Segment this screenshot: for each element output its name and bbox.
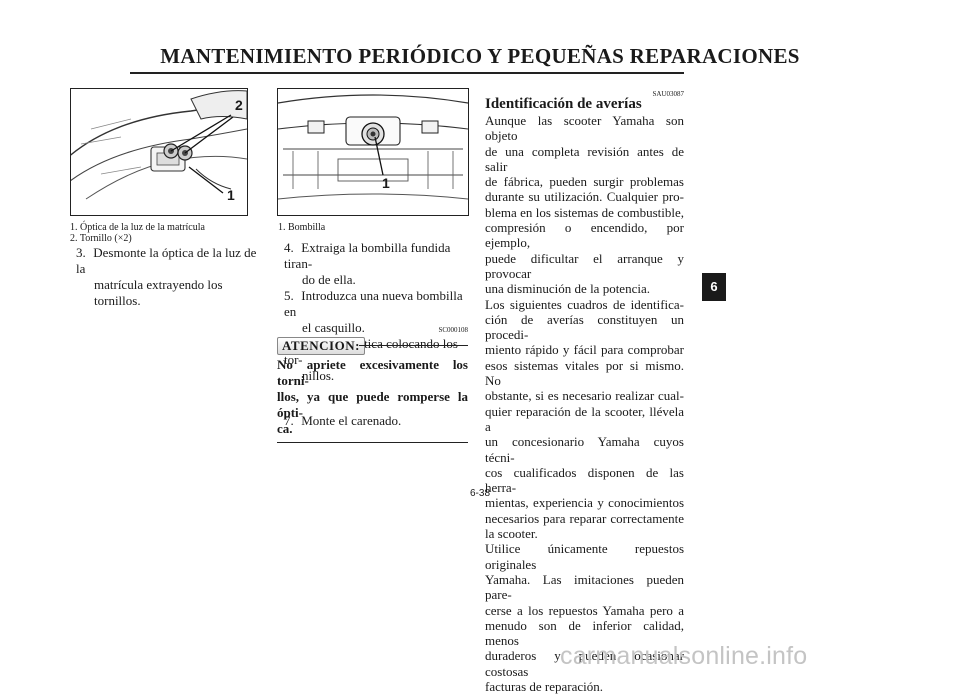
body-line: puede dificultar el arranque y provocar — [485, 250, 684, 281]
body-line: durante su utilización. Cualquier pro- — [485, 189, 684, 205]
body-line: Utilice únicamente repuestos originales — [485, 541, 684, 572]
steps-4-6: 4. Extraiga la bombilla fundida tiran- d… — [284, 240, 474, 384]
body-line: un concesionario Yamaha cuyos técni- — [485, 434, 684, 465]
body-line: cos cualificados disponen de las herra- — [485, 464, 684, 496]
page-title: MANTENIMIENTO PERIÓDICO Y PEQUEÑAS REPAR… — [160, 44, 800, 68]
body-line: obstante, si es necesario realizar cual- — [485, 388, 684, 404]
body-line: Los siguientes cuadros de identifica- — [485, 296, 684, 312]
page-number: 6-38 — [469, 488, 490, 499]
caption-item: 1. Bombilla — [278, 222, 326, 233]
caution-box: ATENCION: No apriete excesivamente los t… — [277, 337, 468, 443]
caution-code: SC000108 — [438, 326, 468, 334]
body-line: blema en los sistemas de combustible, — [485, 204, 684, 220]
body-line: facturas de reparación. — [485, 678, 604, 694]
body-line: cerse a los repuestos Yamaha pero a — [485, 602, 684, 618]
section-heading: Identificación de averías — [485, 96, 642, 112]
bulb-illustration — [278, 94, 468, 200]
figure-bulb: 1 — [277, 88, 469, 216]
caution-bottom-rule — [277, 442, 468, 443]
body-line: la scooter. — [485, 526, 538, 542]
body-line: duraderos y pueden ocasionar costosas — [485, 648, 684, 679]
chapter-tab[interactable]: 6 — [702, 273, 726, 301]
step-7: 7. Monte el carenado. — [284, 413, 402, 428]
step-4: 4. Extraiga la bombilla fundida tiran- d… — [284, 240, 451, 287]
step-3: 3. Desmonte la óptica de la luz de la ma… — [76, 245, 257, 308]
body-line: menudo son de inferior calidad, menos — [485, 617, 684, 649]
body-line: de una completa revisión antes de salir — [485, 143, 684, 174]
caution-line: llos, ya que puede romperse la ópti- — [277, 389, 468, 420]
body-line: ción de averías constituyen un procedi- — [485, 311, 684, 343]
caution-line: ca. — [277, 421, 293, 436]
callout-2: 2 — [235, 97, 243, 113]
figure-license-light: 2 1 — [70, 88, 248, 216]
caption-item: 2. Tornillo (×2) — [70, 233, 132, 244]
caution-line: No apriete excesivamente los torni- — [277, 357, 468, 388]
figure-left-captions: 1. Óptica de la luz de la matrícula 2. T… — [70, 222, 205, 244]
callout-1: 1 — [227, 187, 235, 203]
body-line: quier reparación de la scooter, llévela … — [485, 403, 684, 434]
body-line: Aunque las scooter Yamaha son objeto — [485, 113, 684, 144]
body-line: miento rápido y fácil para comprobar — [485, 342, 684, 358]
body-line: Yamaha. Las imitaciones pueden pare- — [485, 571, 684, 603]
body-line: una disminución de la potencia. — [485, 281, 650, 297]
body-line: mientas, experiencia y conocimientos — [485, 495, 684, 511]
body-line: de fábrica, pueden surgir problemas — [485, 174, 684, 190]
watermark: carmanualsonline.info — [560, 642, 808, 670]
caution-label: ATENCION: — [277, 337, 365, 355]
title-underline — [130, 72, 684, 74]
step-5: 5. Introduzca una nueva bombilla en el c… — [284, 288, 463, 335]
caution-label-rule — [359, 345, 468, 346]
license-light-illustration — [71, 90, 247, 200]
callout-1: 1 — [382, 175, 390, 191]
body-line: compresión o encendido, por ejemplo, — [485, 220, 684, 251]
caption-item: 1. Óptica de la luz de la matrícula — [70, 222, 205, 233]
body-line: esos sistemas vitales por si mismo. No — [485, 357, 684, 389]
body-line: necesarios para reparar correctamente — [485, 510, 684, 526]
section-code: SAU03087 — [652, 90, 684, 98]
figure-mid-captions: 1. Bombilla — [278, 222, 325, 233]
